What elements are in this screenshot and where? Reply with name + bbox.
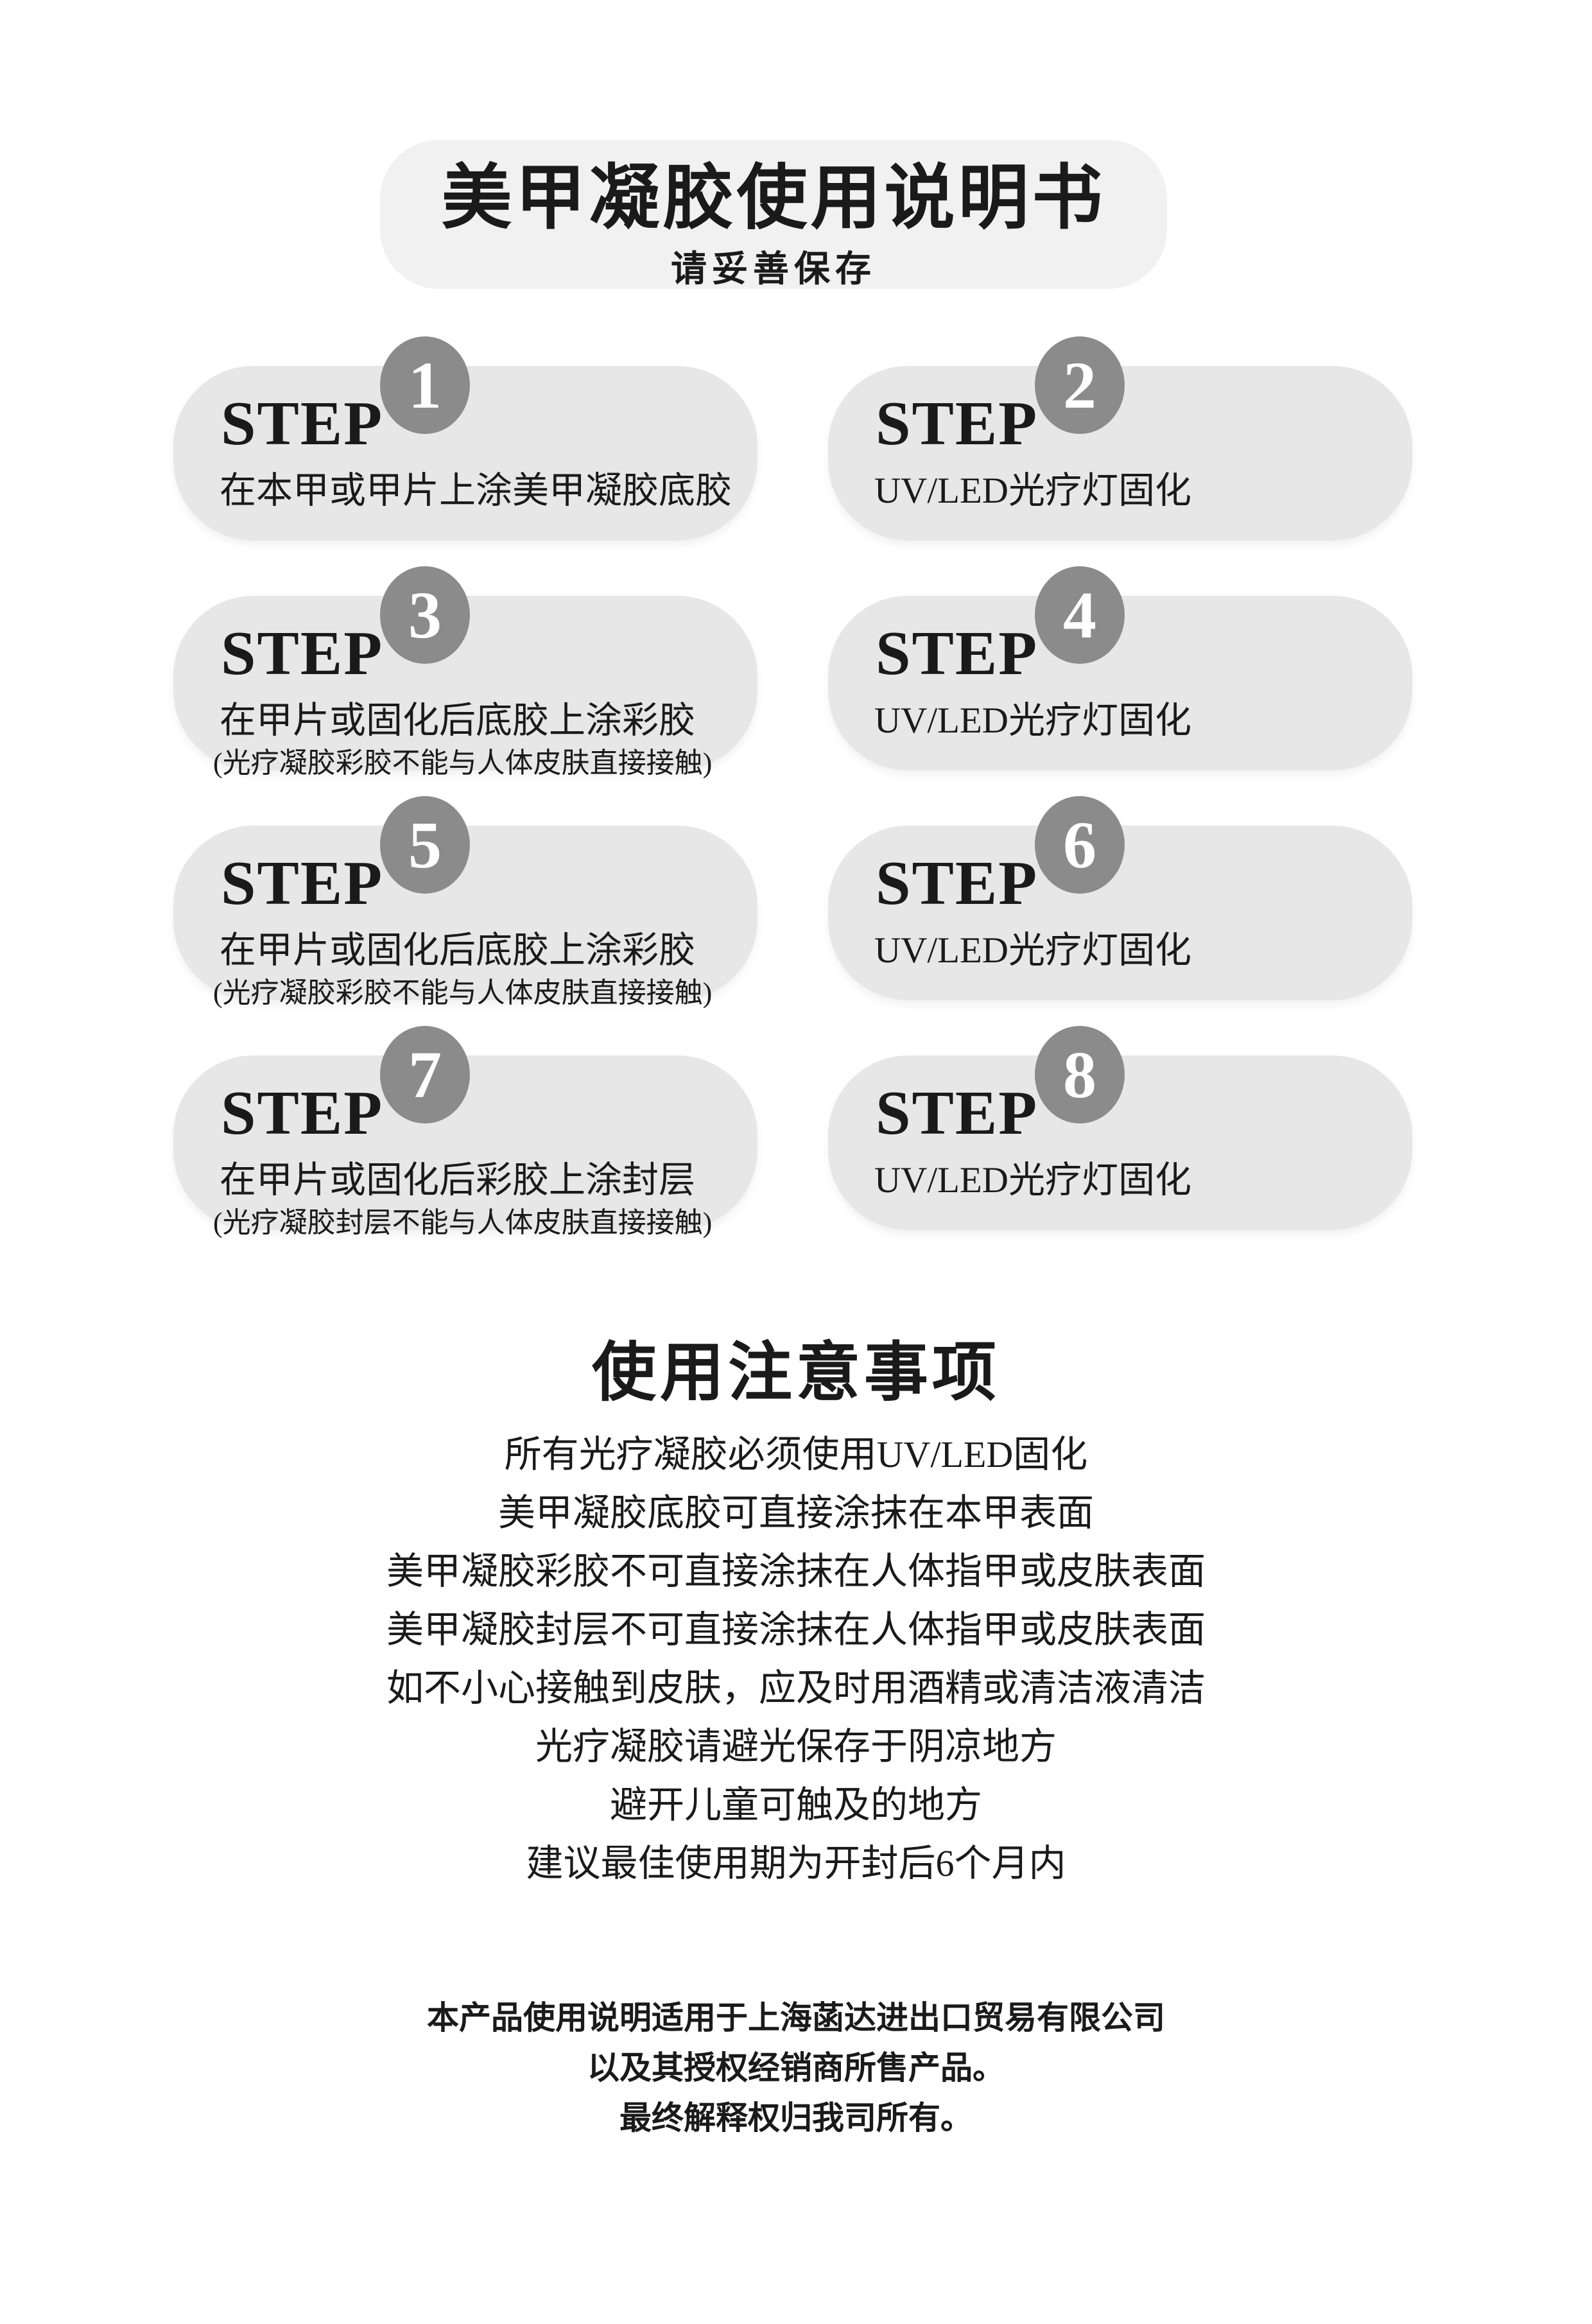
step-card-6: STEP 6 UV/LED光疗灯固化 bbox=[828, 796, 1412, 1000]
step-label: STEP bbox=[876, 1079, 1039, 1148]
step-description: UV/LED光疗灯固化 bbox=[874, 1160, 1191, 1201]
step-label: STEP bbox=[876, 849, 1039, 918]
step-card-4: STEP 4 UV/LED光疗灯固化 bbox=[828, 566, 1412, 770]
step-card-1: STEP 1 在本甲或甲片上涂美甲凝胶底胶 bbox=[173, 336, 757, 541]
step-label: STEP bbox=[221, 849, 384, 918]
step-card-5: STEP 5 在甲片或固化后底胶上涂彩胶 (光疗凝胶彩胶不能与人体皮肤直接接触) bbox=[173, 796, 757, 1009]
step-description: UV/LED光疗灯固化 bbox=[874, 700, 1191, 741]
footer: 本产品使用说明适用于上海菡达进出口贸易有限公司 以及其授权经销商所售产品。 最终… bbox=[0, 1993, 1592, 2143]
footer-line: 以及其授权经销商所售产品。 bbox=[587, 2050, 1005, 2086]
step-description: 在甲片或固化后彩胶上涂封层 bbox=[220, 1160, 695, 1201]
step-warning: (光疗凝胶封层不能与人体皮肤直接接触) bbox=[213, 1207, 713, 1238]
step-warning: (光疗凝胶彩胶不能与人体皮肤直接接触) bbox=[213, 747, 713, 779]
page-subtitle: 请妥善保存 bbox=[671, 249, 876, 290]
step-number-badge: 2 bbox=[1035, 336, 1125, 434]
step-number-badge: 7 bbox=[380, 1026, 470, 1123]
step-card-2: STEP 2 UV/LED光疗灯固化 bbox=[828, 336, 1412, 541]
step-number-badge: 3 bbox=[380, 566, 470, 664]
step-description: UV/LED光疗灯固化 bbox=[874, 930, 1191, 971]
step-card-8: STEP 8 UV/LED光疗灯固化 bbox=[828, 1026, 1412, 1230]
note-line: 所有光疗凝胶必须使用UV/LED固化 bbox=[504, 1434, 1088, 1475]
title-card: 美甲凝胶使用说明书 请妥善保存 bbox=[380, 140, 1167, 290]
note-line: 美甲凝胶彩胶不可直接涂抹在人体指甲或皮肤表面 bbox=[386, 1550, 1206, 1592]
notes-list: 所有光疗凝胶必须使用UV/LED固化 美甲凝胶底胶可直接涂抹在本甲表面 美甲凝胶… bbox=[0, 1425, 1592, 1893]
footer-line: 本产品使用说明适用于上海菡达进出口贸易有限公司 bbox=[427, 2000, 1165, 2036]
step-card-3: STEP 3 在甲片或固化后底胶上涂彩胶 (光疗凝胶彩胶不能与人体皮肤直接接触) bbox=[173, 566, 757, 779]
step-description: 在甲片或固化后底胶上涂彩胶 bbox=[220, 700, 695, 741]
step-label: STEP bbox=[221, 1079, 384, 1148]
step-number-badge: 5 bbox=[380, 796, 470, 894]
step-number-badge: 8 bbox=[1035, 1026, 1125, 1123]
step-description: 在甲片或固化后底胶上涂彩胶 bbox=[220, 930, 695, 971]
note-line: 光疗凝胶请避光保存于阴凉地方 bbox=[535, 1726, 1057, 1767]
steps-grid: STEP 1 在本甲或甲片上涂美甲凝胶底胶 STEP 2 UV/LED光疗灯固化… bbox=[173, 336, 1412, 1238]
note-line: 避开儿童可触及的地方 bbox=[609, 1784, 982, 1826]
step-description: 在本甲或甲片上涂美甲凝胶底胶 bbox=[220, 471, 732, 511]
footer-line: 最终解释权归我司所有。 bbox=[619, 2100, 973, 2136]
note-line: 建议最佳使用期为开封后6个月内 bbox=[526, 1843, 1066, 1884]
step-number-badge: 1 bbox=[380, 336, 470, 434]
step-warning: (光疗凝胶彩胶不能与人体皮肤直接接触) bbox=[213, 977, 713, 1009]
step-description: UV/LED光疗灯固化 bbox=[874, 471, 1191, 511]
step-number-badge: 4 bbox=[1035, 566, 1125, 664]
note-line: 美甲凝胶封层不可直接涂抹在人体指甲或皮肤表面 bbox=[386, 1609, 1206, 1651]
page-title: 美甲凝胶使用说明书 bbox=[441, 159, 1106, 238]
note-line: 美甲凝胶底胶可直接涂抹在本甲表面 bbox=[498, 1492, 1094, 1534]
step-label: STEP bbox=[221, 619, 384, 688]
step-label: STEP bbox=[221, 389, 384, 458]
step-number-badge: 6 bbox=[1035, 796, 1125, 894]
note-line: 如不小心接触到皮肤，应及时用酒精或清洁液清洁 bbox=[386, 1667, 1206, 1709]
step-card-7: STEP 7 在甲片或固化后彩胶上涂封层 (光疗凝胶封层不能与人体皮肤直接接触) bbox=[173, 1026, 757, 1238]
step-label: STEP bbox=[876, 619, 1039, 688]
notes-heading: 使用注意事项 bbox=[592, 1337, 1000, 1409]
step-label: STEP bbox=[876, 389, 1039, 458]
